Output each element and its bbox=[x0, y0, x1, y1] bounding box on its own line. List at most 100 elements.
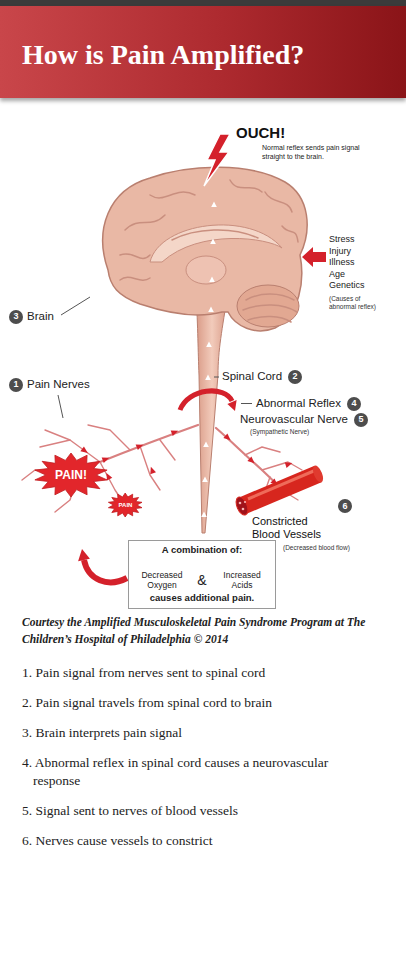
nerve-arrow bbox=[223, 433, 232, 442]
step-item: 1. Pain signal from nerves sent to spina… bbox=[22, 664, 403, 682]
leader-line bbox=[58, 395, 63, 418]
box-foot: causes additional pain. bbox=[133, 592, 271, 604]
nerve-arrow bbox=[247, 456, 256, 465]
nerve-branch bbox=[262, 462, 302, 470]
box-text: Increased Acids bbox=[213, 570, 271, 590]
nerve-branch bbox=[160, 440, 175, 460]
callout-text: 6 bbox=[342, 502, 347, 511]
caption-text: Courtesy the Amplified Musculoskeletal P… bbox=[22, 614, 387, 648]
exclamation: OUCH! bbox=[236, 124, 285, 141]
leader-line bbox=[214, 377, 219, 378]
spinal-cord bbox=[196, 292, 228, 533]
brain-fold bbox=[120, 277, 150, 280]
starburst-outline bbox=[35, 453, 107, 497]
lightning-bolt bbox=[204, 134, 230, 186]
box-text: & bbox=[191, 572, 213, 588]
note-text: (Decreased blood flow) bbox=[283, 544, 350, 552]
part-label: Pain Nerves bbox=[27, 378, 90, 391]
signal-arrow bbox=[201, 512, 207, 518]
signal-arrow bbox=[203, 442, 209, 448]
step-item: 2. Pain signal travels from spinal cord … bbox=[22, 694, 403, 712]
pain-text: PAIN! bbox=[55, 469, 87, 481]
corpus-callosum bbox=[150, 225, 282, 262]
blood-cell bbox=[242, 508, 245, 511]
title-band: How is Pain Amplified? bbox=[0, 6, 406, 98]
cerebellum-fold bbox=[248, 316, 291, 322]
leader-line bbox=[241, 403, 252, 404]
brain-folds bbox=[120, 180, 298, 322]
nerve-arrow bbox=[136, 442, 145, 450]
thalamus bbox=[186, 256, 226, 284]
note-text: (Causes of abnormal reflex) bbox=[329, 295, 387, 311]
callout-text: 4 bbox=[352, 399, 357, 408]
box-gap bbox=[133, 556, 271, 570]
callout-number: 2 bbox=[288, 370, 302, 384]
signal-arrow bbox=[211, 202, 217, 208]
signal-arrow bbox=[202, 477, 208, 483]
blood-vessel bbox=[242, 474, 318, 506]
nerve-branch bbox=[245, 447, 280, 455]
nerve-branch bbox=[88, 425, 130, 450]
signal-arrow bbox=[208, 307, 214, 313]
callout-number: 5 bbox=[354, 413, 368, 427]
brain-fold bbox=[282, 226, 298, 242]
nerve-trunk bbox=[216, 428, 285, 492]
pain-text: PAIN bbox=[119, 502, 133, 508]
cause-item: Genetics bbox=[329, 280, 365, 291]
causes-arrow bbox=[302, 247, 326, 267]
brain-fold bbox=[265, 192, 292, 212]
cause-item: Injury bbox=[329, 246, 351, 257]
leader-lines bbox=[58, 297, 252, 418]
nerve-branch bbox=[40, 440, 70, 447]
callout-text: 5 bbox=[359, 415, 364, 424]
part-label: Constricted Blood Vessels bbox=[252, 515, 336, 541]
step-item: 4. Abnormal reflex in spinal cord causes… bbox=[22, 754, 343, 790]
title-text: How is Pain Amplified? bbox=[22, 39, 304, 71]
signal-arrow bbox=[210, 239, 216, 245]
part-label: Abnormal Reflex bbox=[256, 397, 341, 410]
cerebellum-fold bbox=[246, 294, 294, 300]
vessel-end bbox=[311, 464, 325, 484]
cerebellum-fold bbox=[243, 305, 297, 312]
signal-arrows bbox=[201, 202, 217, 518]
brain-fold bbox=[125, 215, 165, 230]
signal-arrow bbox=[205, 375, 211, 381]
nerve-arrow bbox=[285, 460, 293, 468]
additional-pain-arrowhead bbox=[78, 549, 90, 561]
box-text: Decreased Oxygen bbox=[133, 570, 191, 590]
nerve-arrow bbox=[102, 455, 111, 463]
callout-number: 6 bbox=[338, 499, 352, 513]
starburst-outline bbox=[109, 493, 143, 517]
brain-fold bbox=[120, 254, 150, 259]
part-label: Brain bbox=[27, 310, 54, 323]
brain-fold bbox=[230, 180, 262, 192]
brain-outline bbox=[103, 167, 307, 331]
part-label: Neurovascular Nerve bbox=[240, 413, 348, 426]
step-item: 5. Signal sent to nerves of blood vessel… bbox=[22, 802, 403, 820]
box-row: Decreased Oxygen&Increased Acids bbox=[133, 570, 271, 590]
callout-text: 2 bbox=[293, 372, 298, 381]
nerve-branch bbox=[140, 446, 160, 490]
callout-number: 1 bbox=[9, 378, 23, 392]
combination-box: A combination of:Decreased Oxygen&Increa… bbox=[128, 540, 276, 609]
note-text: (Sympathetic Nerve) bbox=[250, 428, 309, 436]
note-text: Normal reflex sends pain signal straight… bbox=[262, 144, 382, 161]
reflex-arrowhead bbox=[227, 400, 236, 411]
brain-fold bbox=[150, 192, 195, 198]
callout-number: 3 bbox=[9, 310, 23, 324]
blood-cell bbox=[244, 501, 246, 503]
callout-text: 3 bbox=[13, 312, 18, 321]
vessel-highlight bbox=[248, 470, 316, 499]
signal-arrow bbox=[206, 342, 212, 348]
pain-starburst: PAIN bbox=[108, 493, 142, 517]
nerve-arrow bbox=[171, 428, 180, 436]
step-item: 3. Brain interprets pain signal bbox=[22, 724, 403, 742]
additional-pain-arrow bbox=[84, 560, 127, 582]
reflex-arrow bbox=[180, 391, 232, 410]
box-text: causes additional pain. bbox=[133, 592, 271, 604]
callout-text: 1 bbox=[13, 380, 18, 389]
pain-nerves bbox=[22, 425, 198, 512]
vessel-cross-section bbox=[234, 495, 251, 516]
brain-fold bbox=[172, 230, 258, 240]
